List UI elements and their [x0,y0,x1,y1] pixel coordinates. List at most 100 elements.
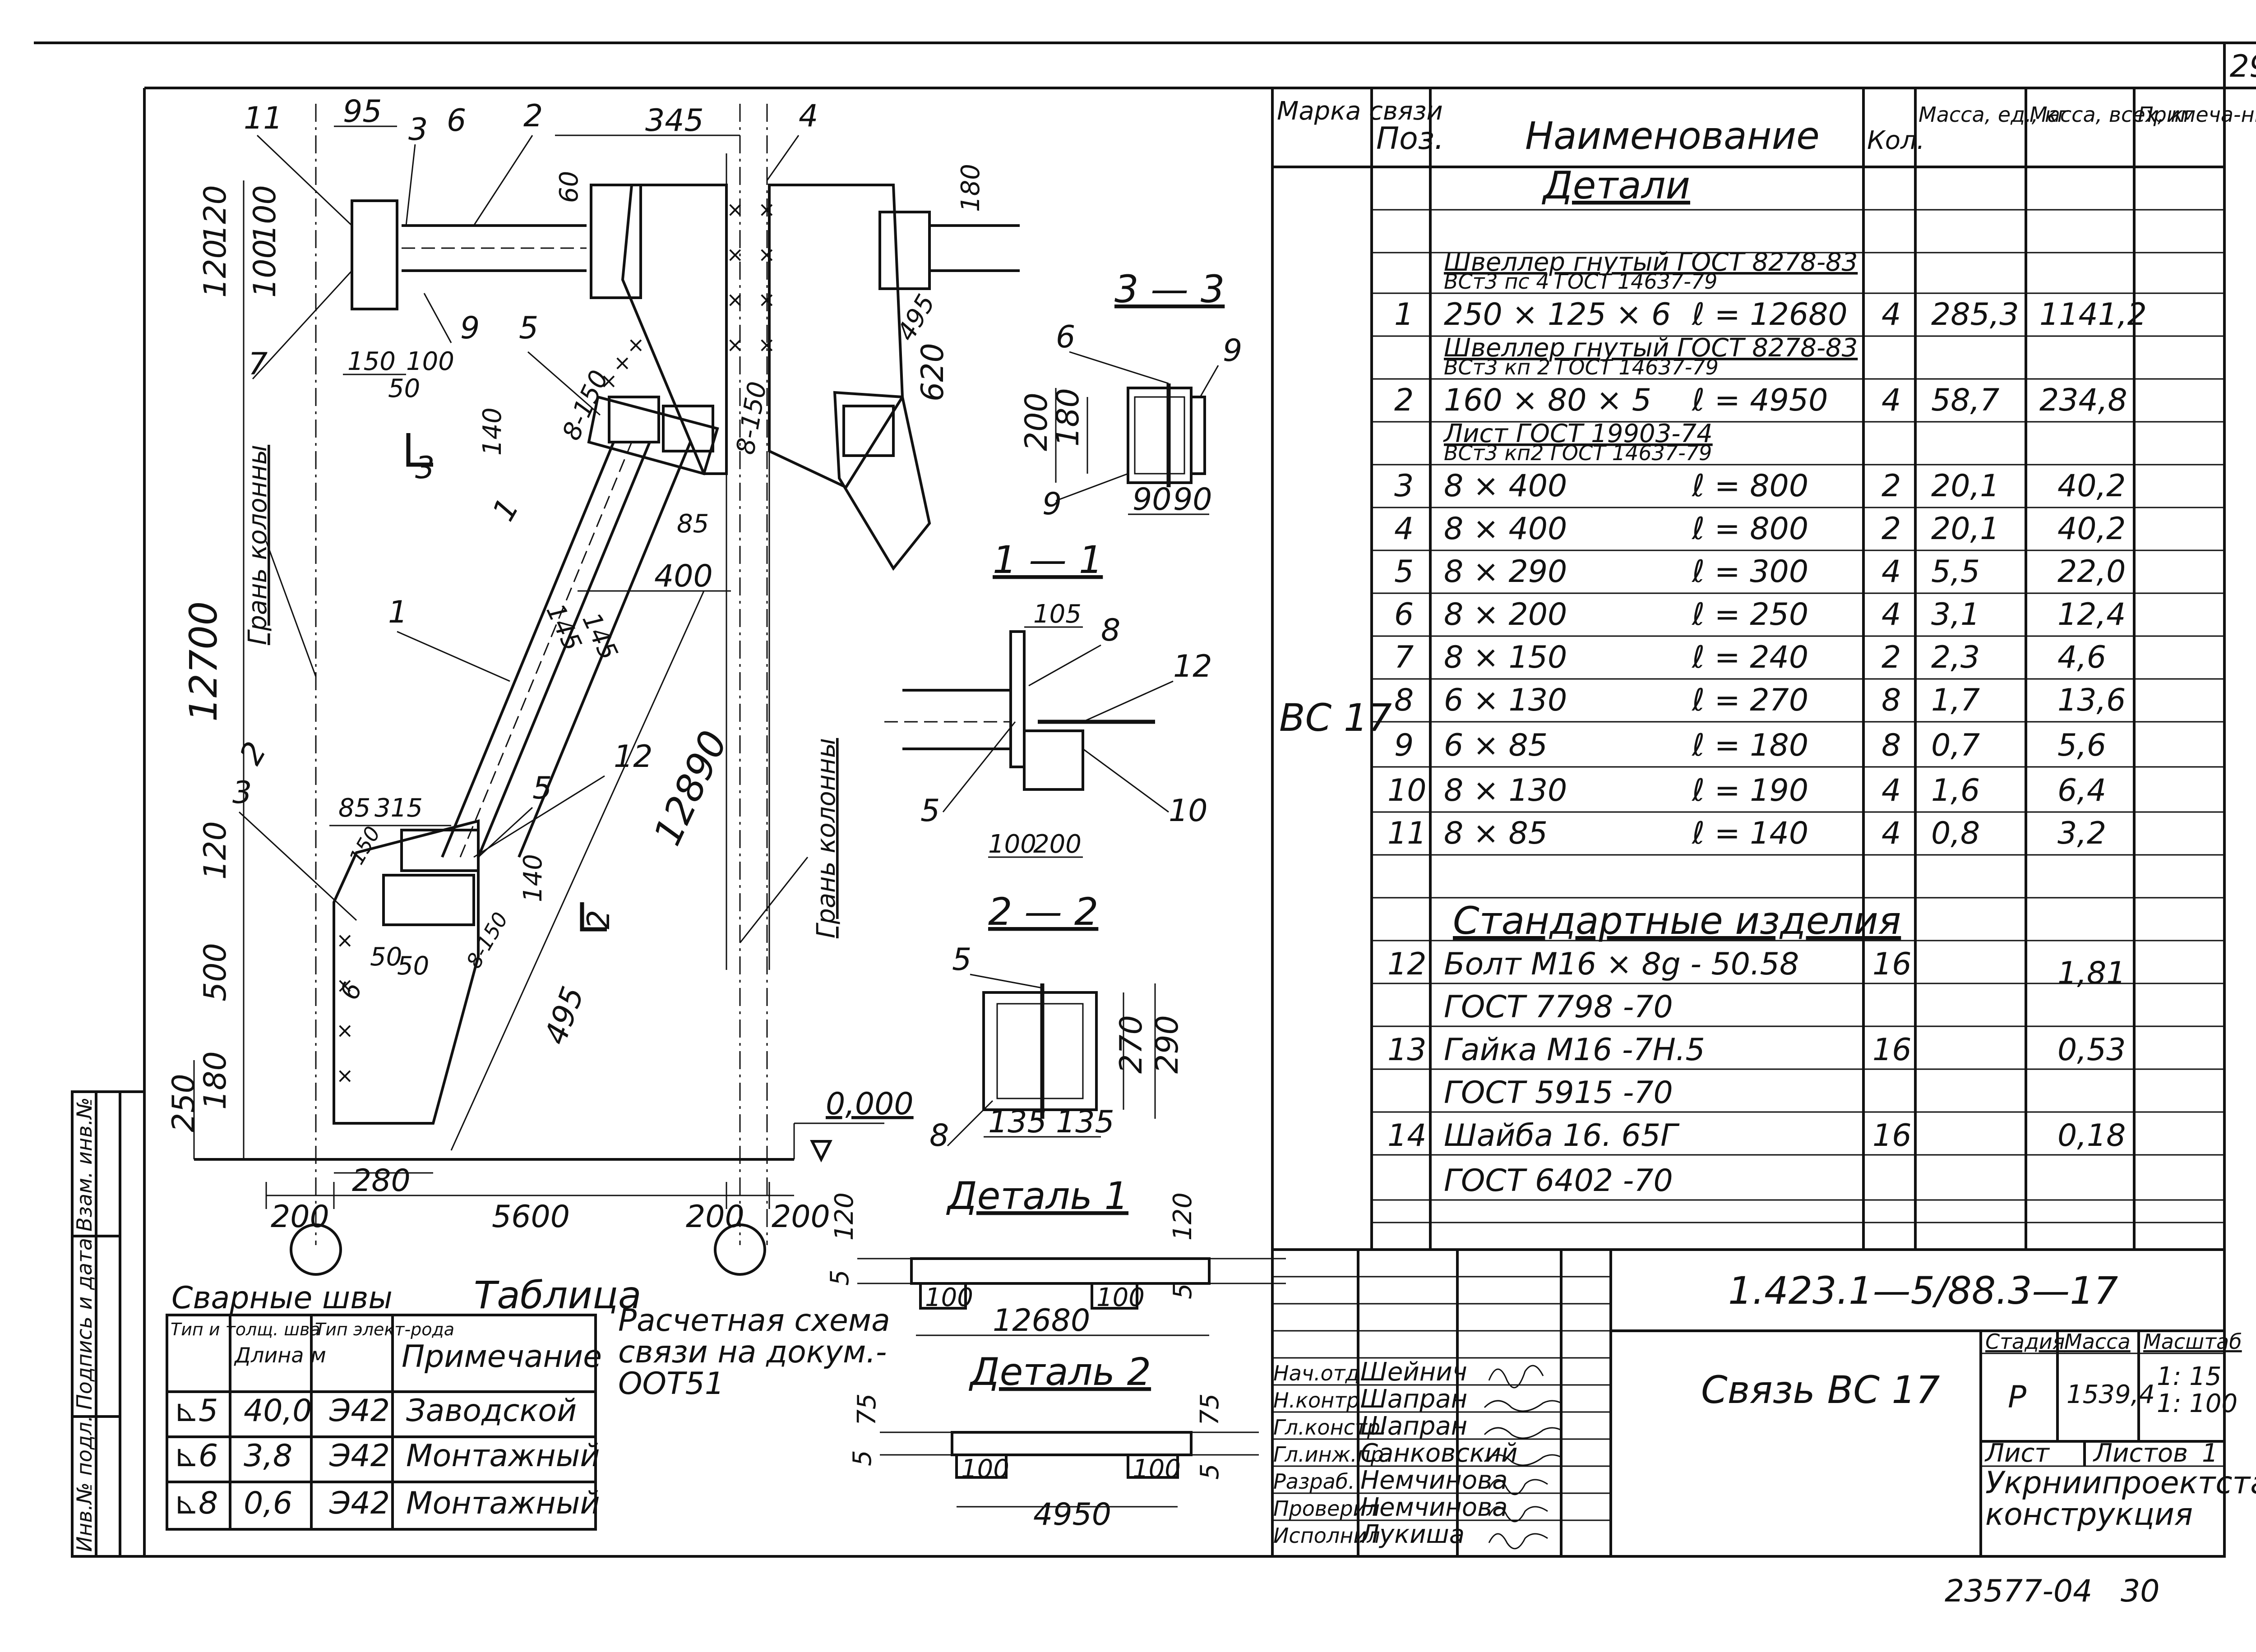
weld-row-2-length: 3,8 [244,1438,292,1474]
name-2: Шапран [1360,1384,1467,1414]
spec-std-3-qty: 16 [1872,1118,1912,1154]
dim-280: 280 [352,1163,411,1199]
d1-dim-100a: 100 [925,1283,973,1312]
dim-100-top2: 100 [247,239,283,298]
spec-row-3-size: 8 × 400 [1444,468,1567,504]
spec-row-4-size: 8 × 400 [1444,511,1567,547]
spec-row-1-qty: 4 [1882,297,1901,332]
d1-dim-5b: 5 [1168,1283,1197,1299]
role-1: Нач.отд. [1273,1361,1366,1385]
section-cut-2-bottom: 2 [581,910,617,929]
dim-200-right: 200 [772,1199,830,1235]
s11-tag-5: 5 [920,793,940,829]
s22-dim-135a: 135 [988,1104,1047,1140]
org-line2: конструкция [1985,1497,2193,1532]
spec-h-mass-total: Масса, всех, кг [2029,102,2195,127]
spec-row-8-mu: 1,7 [1931,683,1980,718]
s11-dim-105: 105 [1033,600,1082,629]
s22-dim-135b: 135 [1056,1104,1114,1140]
svg-text:×: × [758,197,776,221]
weld-row-3-electrode: Э42 [329,1486,390,1521]
d2-dim-5b: 5 [1195,1463,1225,1480]
spec-row-11-mt: 3,2 [2057,816,2106,851]
signatures [1484,1365,1562,1550]
spec-details-heading: Детали [1541,163,1690,208]
detail-1: Деталь 1 12680 100 100 120 120 5 5 [825,1174,1286,1338]
weld-row-2-electrode: Э42 [329,1438,390,1474]
spec-row-8-size: 6 × 130 [1444,683,1567,718]
calc-note-line3: ООТ51 [618,1366,724,1402]
spec-std-3-name1: Шайба 16. 65Г [1444,1118,1680,1154]
name-1: Шейнич [1360,1357,1467,1387]
spec-std-3-mt: 0,18 [2057,1118,2126,1154]
spec-std-3-pos: 14 [1387,1118,1427,1154]
svg-text:×: × [726,197,744,221]
stage-value: Р [2008,1380,2026,1415]
spec-row-7-qty: 2 [1882,640,1901,675]
spec-row-6-mu: 3,1 [1931,597,1980,632]
object-name: Связь ВС 17 [1701,1368,1940,1412]
svg-text:×: × [758,242,776,267]
spec-group2-line2: ВСт3 кп 2 ГОСТ 14637-79 [1444,355,1719,379]
tag-12: 12 [614,739,653,775]
dim-250: 250 [166,1074,202,1132]
spec-row-7-len: ℓ = 240 [1692,640,1808,675]
spec-row-8-qty: 8 [1882,683,1901,718]
s22-tag-5: 5 [952,942,971,978]
section-3-3-title: 3 — 3 [1114,267,1225,311]
dim-120-top: 120 [198,185,233,244]
dim-12890: 12890 [645,724,736,852]
weld-row-3-type: 8 [199,1486,218,1521]
spec-row-11-len: ℓ = 140 [1692,816,1808,851]
spec-row-3-len: ℓ = 800 [1692,468,1808,504]
s33-tag-9-bottom: 9 [1042,486,1062,522]
role-3: Гл.констр. [1273,1415,1387,1440]
role-7: Исполнил [1273,1523,1380,1548]
d2-dim-75b: 75 [1195,1394,1225,1426]
spec-row-5-mu: 5,5 [1931,554,1980,590]
weld-row-1-length: 40,0 [244,1393,312,1429]
spec-row-3-pos: 3 [1394,468,1414,504]
welds-h-type: Тип и толщ. шва [171,1320,320,1339]
name-7: Лукиша [1359,1520,1465,1549]
spec-row-4-mt: 40,2 [2057,511,2126,547]
dim-620: 620 [915,343,951,401]
weld-row-3-note: Монтажный [406,1486,600,1521]
spec-group1-line1: Швеллер гнутый ГОСТ 8278-83 [1444,248,1858,277]
doc-code: 1.423.1—5/88.3—17 [1728,1269,2118,1313]
dim-400: 400 [654,558,713,594]
dim-5600: 5600 [492,1199,570,1235]
bottom-stamp: 23577-04 30 [1945,1574,2160,1609]
spec-std-1-qty: 16 [1872,946,1912,982]
spec-row-9-len: ℓ = 180 [1692,728,1808,763]
dim-500: 500 [198,943,233,1001]
spec-std-2-qty: 16 [1872,1032,1912,1068]
tag-7: 7 [248,346,268,382]
spec-row-1-mt: 1141,2 [2039,297,2147,332]
s33-dim-180: 180 [1050,388,1086,447]
spec-std-1-pos: 12 [1387,946,1427,982]
spec-row-4-qty: 2 [1882,511,1901,547]
spec-row-8-mt: 13,6 [2057,683,2126,718]
spec-row-3-mu: 20,1 [1931,468,1999,504]
spec-h-name: Наименование [1525,114,1820,158]
name-3: Шапран [1360,1412,1467,1441]
dim-100-mid: 100 [406,347,454,376]
section-cut-2: 2 [233,736,273,771]
svg-text:×: × [336,1018,354,1043]
role-2: Н.контр. [1273,1388,1366,1412]
spec-row-9-size: 6 × 85 [1444,728,1548,763]
spec-h-pos: Поз. [1376,121,1444,157]
tag-3-bottom: 3 [232,775,252,811]
section-1-1-title: 1 — 1 [993,538,1103,582]
spec-row-1-size: 250 × 125 × 6 [1444,297,1671,332]
spec-row-6-mt: 12,4 [2057,597,2126,632]
spec-row-11-mu: 0,8 [1931,816,1980,851]
s33-dim-200: 200 [1019,392,1054,451]
stage-label: Стадия [1985,1329,2065,1354]
dim-200-mid: 200 [686,1199,744,1235]
section-cut-3: 3 [415,450,435,486]
spec-row-8-pos: 8 [1394,683,1414,718]
dim-180-top: 180 [956,164,985,212]
svg-text:×: × [336,1063,354,1088]
